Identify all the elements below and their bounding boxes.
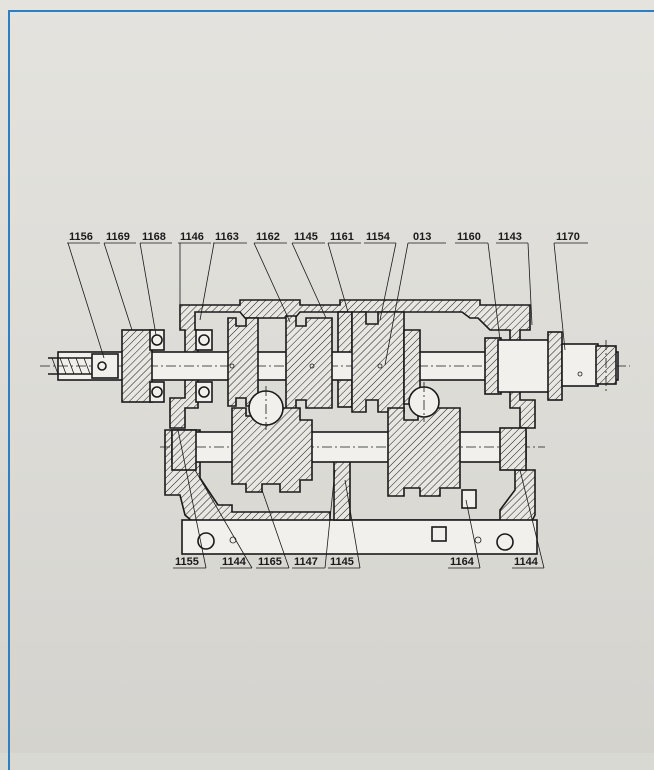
label-1143: 1143 <box>498 231 522 243</box>
blue-frame-border <box>8 10 654 770</box>
left-threaded-end <box>48 353 119 379</box>
upper-shaft <box>40 311 630 413</box>
label-1168: 1168 <box>142 231 166 243</box>
label-013: 013 <box>413 231 431 243</box>
label-1162: 1162 <box>256 231 280 243</box>
label-1154: 1154 <box>366 231 391 243</box>
gearbox-section-drawing: 1156 1169 1168 1146 1163 1162 1145 1161 … <box>40 231 630 569</box>
label-1156: 1156 <box>69 231 93 243</box>
lower-shaft <box>160 382 545 509</box>
label-1160: 1160 <box>457 231 481 243</box>
housing <box>164 299 538 555</box>
label-1147: 1147 <box>294 556 318 568</box>
label-1144-right: 1144 <box>514 556 539 568</box>
label-1144-left: 1144 <box>222 556 247 568</box>
label-1165: 1165 <box>258 556 282 568</box>
label-1163: 1163 <box>215 231 239 243</box>
label-1161: 1161 <box>330 231 354 243</box>
label-1155: 1155 <box>175 556 199 568</box>
label-1164: 1164 <box>450 556 475 568</box>
label-1146: 1146 <box>180 231 204 243</box>
label-1170: 1170 <box>556 231 580 243</box>
bottom-part-labels: 1155 1144 1165 1147 1145 1164 1144 <box>173 429 545 569</box>
top-part-labels: 1156 1169 1168 1146 1163 1162 1145 1161 … <box>67 231 588 366</box>
label-1169: 1169 <box>106 231 130 243</box>
label-1145-bottom: 1145 <box>330 556 354 568</box>
label-1145-top: 1145 <box>294 231 318 243</box>
